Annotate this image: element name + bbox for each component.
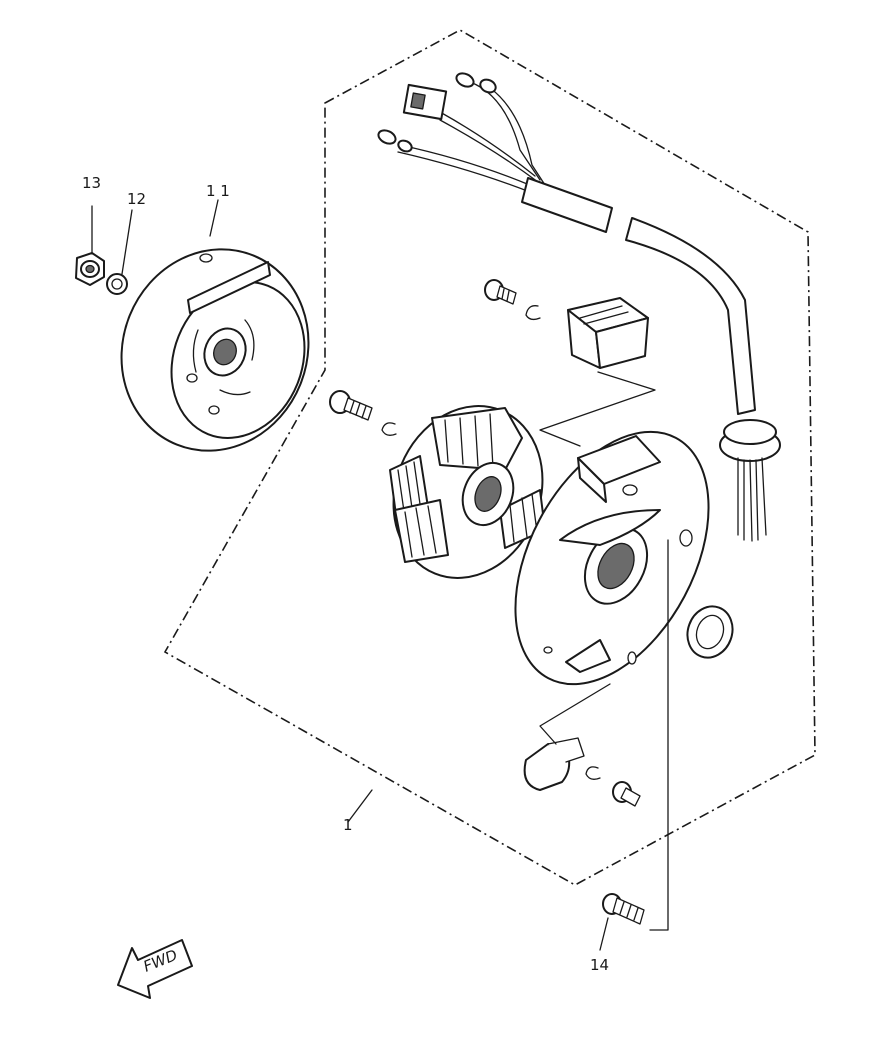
pickup-coil <box>567 297 649 369</box>
flywheel-rotor-11 <box>120 248 310 452</box>
callout-14: 14 <box>590 956 609 974</box>
forward-direction-icon: FWD <box>117 939 193 999</box>
oil-seal <box>686 605 734 659</box>
assembly-boundary <box>163 29 816 886</box>
lead-clamp <box>523 737 641 807</box>
screw-middle <box>329 390 397 436</box>
leader-lines <box>91 199 669 951</box>
callout-1: 1 <box>343 816 353 834</box>
base-plate <box>514 430 710 686</box>
screw-upper <box>484 279 541 321</box>
screw-14 <box>602 893 645 925</box>
wire-harness <box>377 72 781 542</box>
washer-12 <box>106 273 128 295</box>
callout-13: 13 <box>82 174 101 192</box>
callout-12: 12 <box>127 190 146 208</box>
callout-11: 1 1 <box>206 182 230 200</box>
nut-13 <box>75 252 105 286</box>
